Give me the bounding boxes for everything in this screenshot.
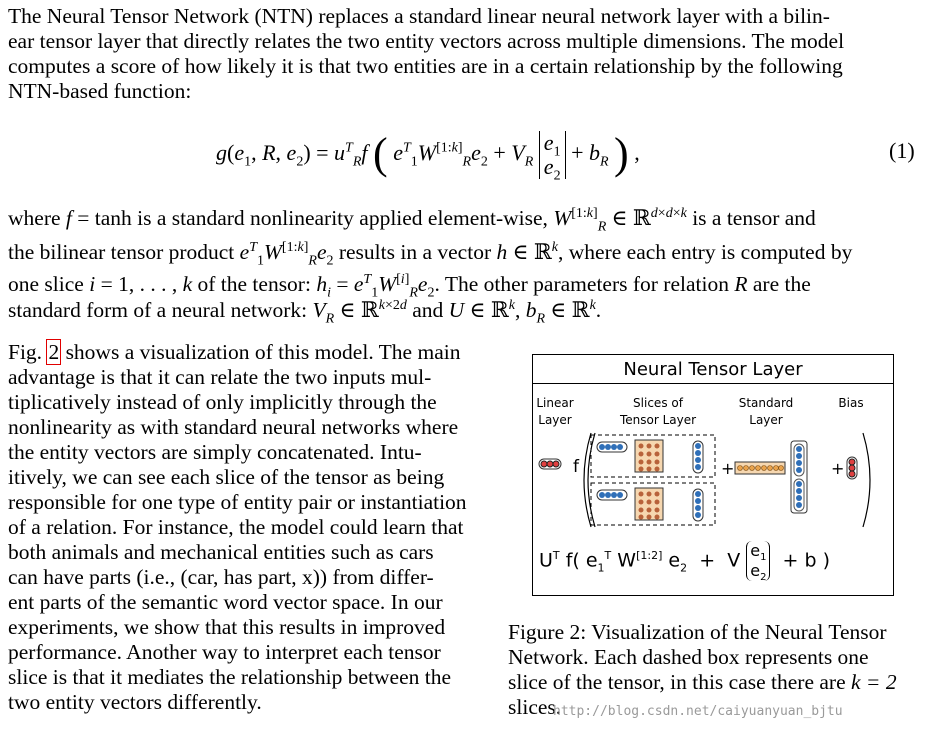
left-column-paragraph: Fig. 2 shows a visualization of this mod… (8, 339, 467, 714)
linear-layer-vector (538, 458, 562, 470)
plus-2: + (831, 459, 844, 478)
standard-layer (734, 440, 808, 514)
label-linear-layer: Linear Layer (536, 396, 574, 427)
where-line-2: the bilinear tensor product eT1W[1:k]Re2… (8, 239, 853, 269)
f-symbol: f (573, 457, 580, 477)
equation-1: g(e1, R, e2) = uTRf ( eT1W[1:k]Re2 + VR … (216, 129, 640, 184)
bias-vector (846, 456, 858, 480)
intro-line-4: NTN-based function: (8, 79, 192, 103)
figure-caption: Figure 2: Visualization of the Neural Te… (508, 620, 897, 719)
plus-1: + (721, 459, 734, 478)
intro-line-1: The Neural Tensor Network (NTN) replaces… (8, 4, 830, 28)
tensor-slice-2 (590, 482, 716, 526)
figure-ref-link[interactable]: 2 (46, 339, 62, 365)
equation-number: (1) (889, 138, 915, 163)
where-line-3: one slice i = 1, . . . , k of the tensor… (8, 271, 811, 301)
figure-title: Neural Tensor Layer (533, 355, 893, 384)
label-tensor-slices: Slices of Tensor Layer (619, 396, 697, 427)
label-standard-layer: Standard Layer (738, 396, 794, 427)
label-bias: Bias (838, 396, 864, 410)
where-line-1: where f = tanh is a standard nonlinearit… (8, 205, 816, 235)
figure-diagram: f (538, 432, 871, 528)
neural-tensor-figure: Neural Tensor Layer Linear Layer Slices … (532, 354, 894, 596)
watermark: http://blog.csdn.net/caiyuanyuan_bjtu (553, 704, 843, 719)
tensor-slice-1 (590, 434, 716, 478)
intro-line-2: ear tensor layer that directly relates t… (8, 29, 845, 53)
where-line-4: standard form of a neural network: VR ∈ … (8, 297, 602, 327)
intro-line-3: computes a score of how likely it is tha… (8, 54, 843, 78)
